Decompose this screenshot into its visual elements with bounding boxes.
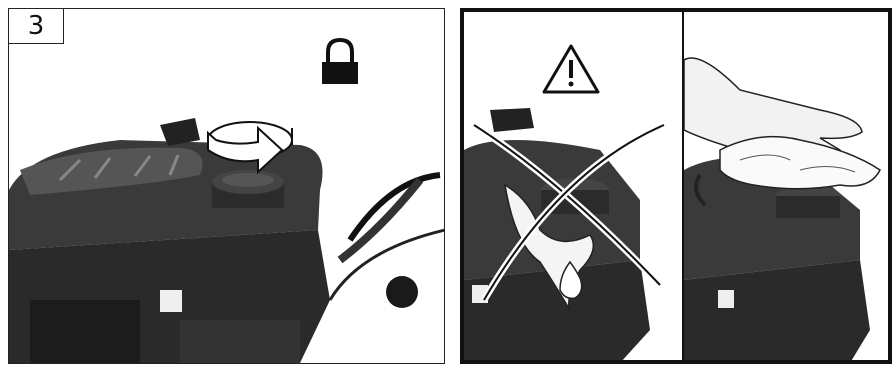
step-number: 3 <box>28 11 45 41</box>
warning-triangle-icon <box>544 46 598 92</box>
lock-icon <box>322 40 358 84</box>
step-number-box: 3 <box>8 8 64 44</box>
